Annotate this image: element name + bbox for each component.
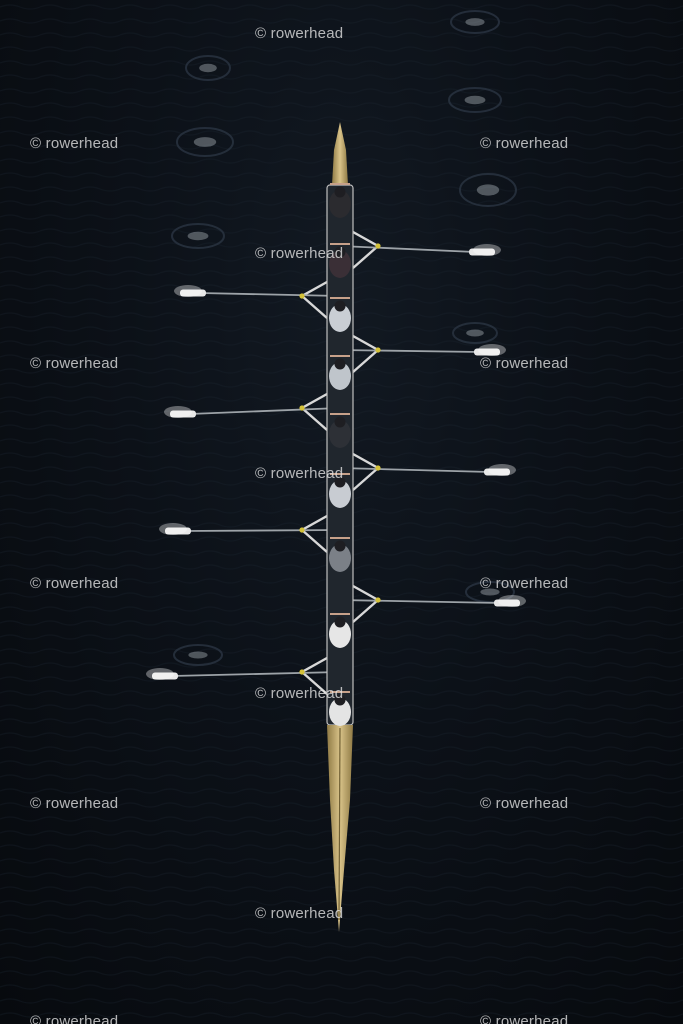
- torso: [329, 480, 351, 508]
- oar-shaft: [339, 349, 481, 353]
- oar-puddle: [450, 10, 500, 34]
- torso: [329, 420, 351, 448]
- head: [334, 540, 346, 552]
- crew: [329, 183, 351, 726]
- oar-puddle: [452, 322, 498, 344]
- puddle-foam: [199, 63, 217, 73]
- coxswain: [329, 183, 351, 218]
- splash: [164, 406, 192, 418]
- oar-puddle: [171, 223, 225, 249]
- torso: [329, 362, 351, 390]
- oar-puddle: [185, 55, 231, 81]
- oar-blade: [494, 599, 520, 607]
- torso: [329, 250, 351, 278]
- oar-blade: [474, 348, 500, 356]
- oar-shaft: [339, 467, 491, 473]
- oar-collar: [299, 293, 305, 299]
- oar-puddle: [448, 87, 502, 113]
- rower: [329, 297, 351, 332]
- rower: [329, 355, 351, 390]
- head: [334, 616, 346, 628]
- torso: [329, 190, 351, 218]
- oar-blade: [180, 289, 206, 297]
- rower: [329, 243, 351, 278]
- oar-puddle: [459, 173, 517, 207]
- rower: [329, 473, 351, 508]
- oar-blade: [484, 468, 510, 476]
- rower: [329, 413, 351, 448]
- splash: [488, 464, 516, 476]
- oar-collar: [375, 347, 381, 353]
- torso: [329, 304, 351, 332]
- puddle-foam: [465, 18, 485, 26]
- oar-shaft: [339, 599, 501, 604]
- head: [334, 186, 346, 198]
- splash: [146, 668, 174, 680]
- oar-collar: [375, 243, 381, 249]
- head: [334, 476, 346, 488]
- oar-shaft: [184, 529, 341, 532]
- oar-collar: [375, 465, 381, 471]
- rower: [329, 613, 351, 648]
- puddle-foam: [476, 184, 500, 196]
- oar-blade: [170, 410, 196, 418]
- head: [334, 358, 346, 370]
- puddle-foam: [193, 137, 217, 147]
- torso: [329, 620, 351, 648]
- puddle-foam: [466, 329, 484, 337]
- oar-collar: [299, 669, 305, 675]
- puddle-foam: [464, 95, 486, 105]
- splash: [159, 523, 187, 535]
- head: [334, 416, 346, 428]
- splash: [498, 595, 526, 607]
- bow-deck: [332, 122, 348, 185]
- oars: [146, 230, 526, 695]
- puddle-foam: [480, 588, 500, 596]
- head: [334, 246, 346, 258]
- oar-puddle: [173, 644, 223, 666]
- splash: [174, 285, 202, 297]
- splash: [478, 344, 506, 356]
- head: [334, 300, 346, 312]
- oar-blade: [152, 672, 178, 680]
- head: [334, 694, 346, 706]
- torso: [329, 544, 351, 572]
- oar-collar: [299, 405, 305, 411]
- oar-puddles: [171, 10, 517, 666]
- oar-blade: [469, 248, 495, 256]
- oar-puddle: [176, 127, 234, 157]
- stern-center-line: [338, 727, 341, 921]
- rower: [329, 537, 351, 572]
- oar-shaft: [171, 671, 341, 677]
- oar-shaft: [189, 407, 341, 415]
- oar-shaft: [339, 245, 476, 253]
- puddle-foam: [187, 231, 209, 241]
- oar-collar: [375, 597, 381, 603]
- splash: [473, 244, 501, 256]
- torso: [329, 698, 351, 726]
- oar-blade: [165, 527, 191, 535]
- puddle-foam: [188, 651, 208, 659]
- oar-shaft: [199, 292, 341, 297]
- oar-collar: [299, 527, 305, 533]
- rower: [329, 691, 351, 726]
